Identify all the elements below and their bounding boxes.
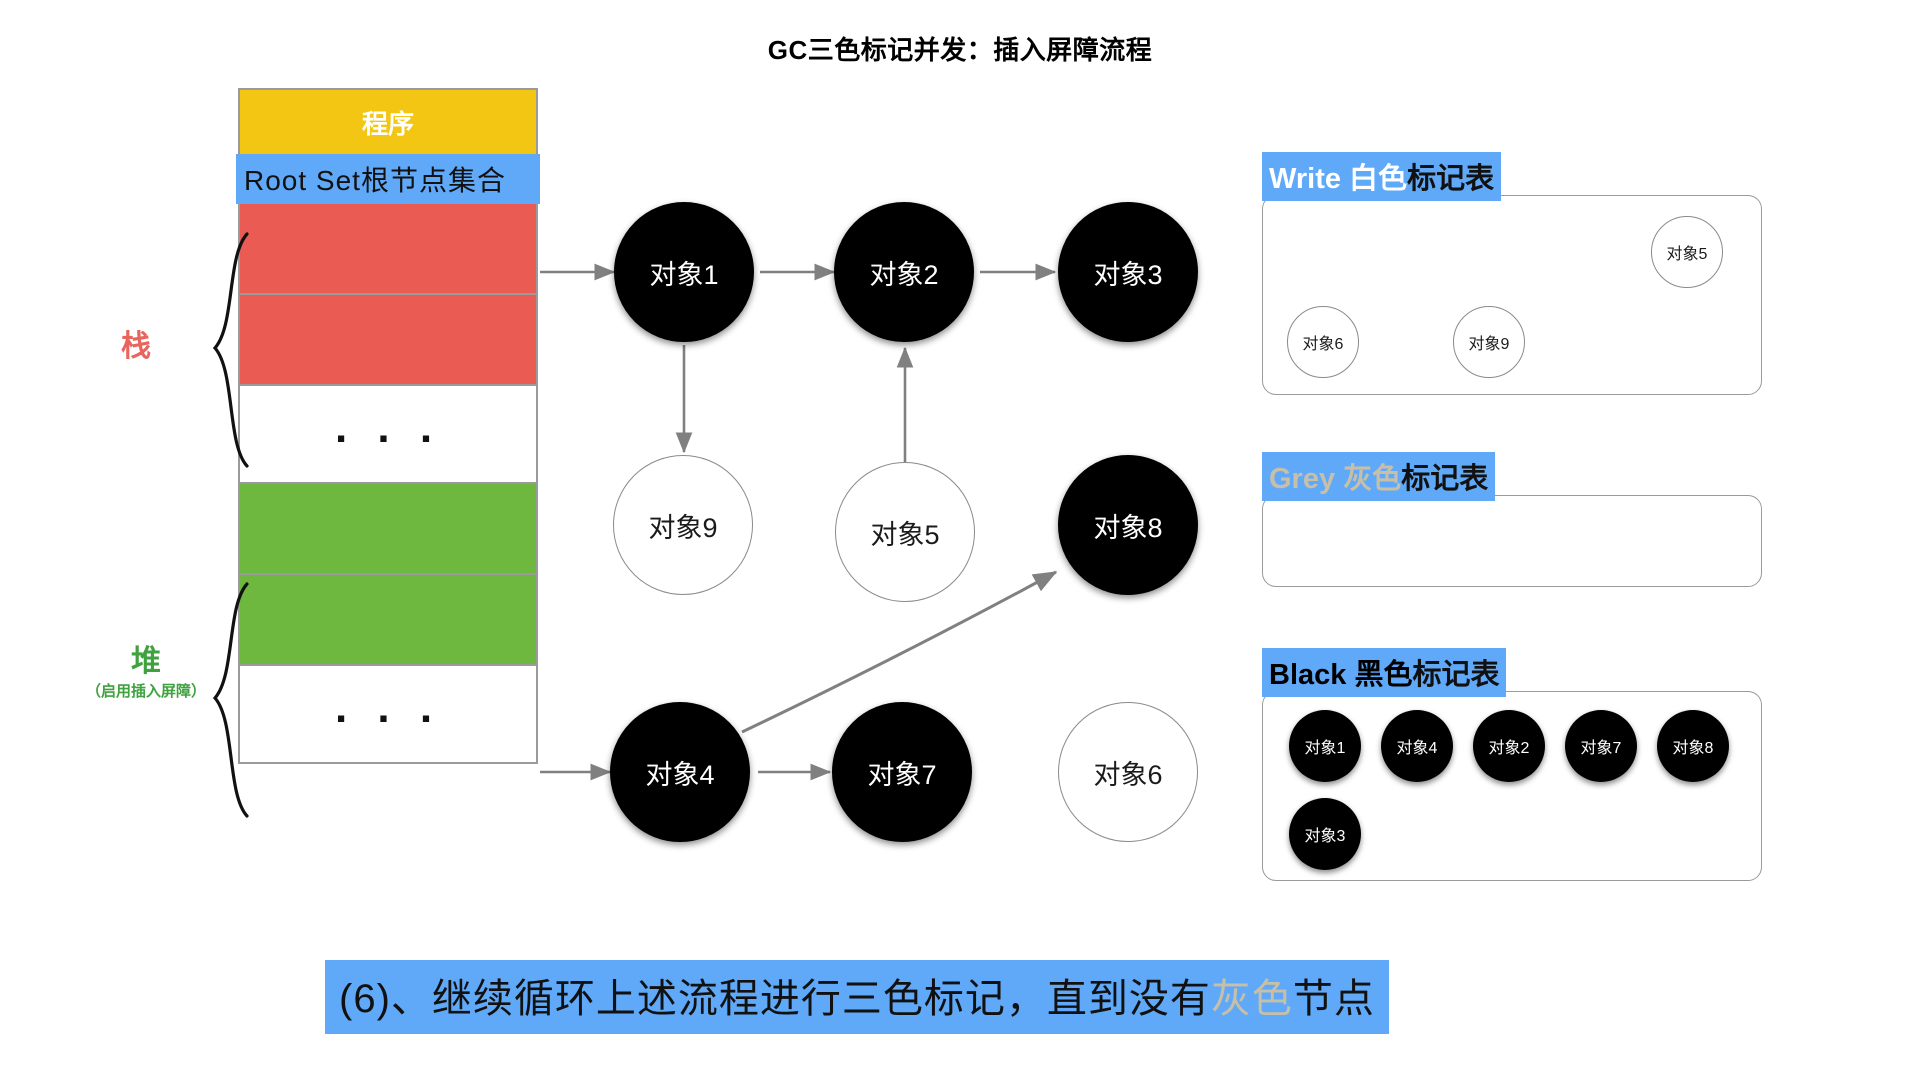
chip-label: 对象9 bbox=[1468, 336, 1510, 353]
white-mark-table-title: Write 白色标记表 bbox=[1262, 152, 1502, 201]
white-table-title-en: Write bbox=[1269, 163, 1341, 195]
graph-node-obj7[interactable]: 对象7 bbox=[832, 702, 972, 842]
white-table-chip-obj5[interactable]: 对象5 bbox=[1651, 216, 1723, 288]
black-table-chip-obj3[interactable]: 对象3 bbox=[1289, 798, 1361, 870]
graph-node-obj4[interactable]: 对象4 bbox=[610, 702, 750, 842]
heap-label-text: 堆 bbox=[131, 645, 161, 678]
black-mark-table-body: 对象1 对象4 对象2 对象7 对象8 对象3 bbox=[1262, 691, 1762, 881]
stack-brace-icon bbox=[212, 232, 249, 468]
caption-after: 节点 bbox=[1292, 977, 1375, 1021]
graph-node-obj6[interactable]: 对象6 bbox=[1058, 702, 1198, 842]
black-table-title-colorword: 黑色 bbox=[1354, 659, 1413, 691]
stack-label-text: 栈 bbox=[121, 330, 151, 363]
graph-node-label: 对象6 bbox=[1093, 759, 1163, 790]
black-table-title-rest: 标记表 bbox=[1412, 659, 1500, 691]
graph-node-obj9[interactable]: 对象9 bbox=[613, 455, 753, 595]
graph-node-label: 对象5 bbox=[870, 519, 940, 550]
memory-row-root-set: Root Set根节点集合 bbox=[236, 154, 540, 204]
root-set-label: Root Set根节点集合 bbox=[244, 165, 506, 196]
memory-row-heap-slot-2 bbox=[238, 573, 538, 666]
graph-node-label: 对象7 bbox=[867, 759, 937, 790]
graph-edges bbox=[540, 263, 1058, 781]
memory-column: 程序 Root Set根节点集合 . . . . . . bbox=[236, 88, 540, 764]
chip-label: 对象8 bbox=[1672, 740, 1714, 757]
caption-before: (6)、继续循环上述流程进行三色标记，直到没有 bbox=[339, 977, 1211, 1021]
graph-node-obj1[interactable]: 对象1 bbox=[614, 202, 754, 342]
grey-mark-table-body bbox=[1262, 495, 1762, 587]
white-table-chip-obj6[interactable]: 对象6 bbox=[1287, 306, 1359, 378]
graph-node-label: 对象2 bbox=[869, 259, 939, 290]
black-mark-table: Black 黑色标记表 对象1 对象4 对象2 对象7 对象8 对象3 bbox=[1262, 648, 1762, 881]
graph-node-label: 对象3 bbox=[1093, 259, 1163, 290]
grey-table-title-en: Grey bbox=[1269, 463, 1336, 495]
white-mark-table-body: 对象5 对象6 对象9 bbox=[1262, 195, 1762, 395]
white-table-title-rest: 标记表 bbox=[1407, 163, 1495, 195]
grey-mark-table-title: Grey 灰色标记表 bbox=[1262, 452, 1496, 501]
edge-obj4-obj8 bbox=[741, 570, 1058, 734]
chip-label: 对象7 bbox=[1580, 740, 1622, 757]
grey-mark-table: Grey 灰色标记表 bbox=[1262, 452, 1762, 587]
stack-label: 栈 bbox=[96, 330, 176, 365]
white-table-title-colorword: 白色 bbox=[1349, 163, 1408, 195]
graph-node-obj2[interactable]: 对象2 bbox=[834, 202, 974, 342]
memory-row-heap-slot-1 bbox=[238, 482, 538, 575]
chip-label: 对象5 bbox=[1666, 246, 1708, 263]
memory-row-heap-ellipsis: . . . bbox=[238, 664, 538, 764]
white-table-chip-obj9[interactable]: 对象9 bbox=[1453, 306, 1525, 378]
graph-node-label: 对象8 bbox=[1093, 512, 1163, 543]
graph-node-obj5[interactable]: 对象5 bbox=[835, 462, 975, 602]
chip-label: 对象4 bbox=[1396, 740, 1438, 757]
grey-table-title-rest: 标记表 bbox=[1401, 463, 1489, 495]
black-mark-table-title: Black 黑色标记表 bbox=[1262, 648, 1507, 697]
step-caption: (6)、继续循环上述流程进行三色标记，直到没有灰色节点 bbox=[325, 960, 1389, 1034]
caption-grey-word: 灰色 bbox=[1210, 977, 1293, 1021]
chip-label: 对象3 bbox=[1304, 828, 1346, 845]
chip-label: 对象6 bbox=[1302, 336, 1344, 353]
grey-table-title-colorword: 灰色 bbox=[1343, 463, 1402, 495]
page-title: GC三色标记并发：插入屏障流程 bbox=[767, 35, 1153, 65]
black-table-chip-obj7[interactable]: 对象7 bbox=[1565, 710, 1637, 782]
black-table-chip-obj8[interactable]: 对象8 bbox=[1657, 710, 1729, 782]
chip-label: 对象2 bbox=[1488, 740, 1530, 757]
black-table-chip-obj1[interactable]: 对象1 bbox=[1289, 710, 1361, 782]
graph-node-label: 对象4 bbox=[645, 759, 715, 790]
graph-node-label: 对象9 bbox=[648, 512, 718, 543]
object-graph: 对象1 对象2 对象3 对象9 对象5 对象8 对象4 对象7 对象6 bbox=[540, 202, 1198, 842]
white-mark-table: Write 白色标记表 对象5 对象6 对象9 bbox=[1262, 152, 1762, 395]
chip-label: 对象1 bbox=[1304, 740, 1346, 757]
graph-node-obj8[interactable]: 对象8 bbox=[1058, 455, 1198, 595]
memory-row-program: 程序 bbox=[238, 88, 538, 156]
black-table-chip-obj4[interactable]: 对象4 bbox=[1381, 710, 1453, 782]
heap-sub-label-text: （启用插入屏障） bbox=[85, 682, 206, 700]
black-table-chip-obj2[interactable]: 对象2 bbox=[1473, 710, 1545, 782]
graph-node-label: 对象1 bbox=[649, 259, 719, 290]
heap-brace-icon bbox=[212, 582, 249, 818]
heap-label: 堆 （启用插入屏障） bbox=[76, 645, 216, 700]
graph-node-obj3[interactable]: 对象3 bbox=[1058, 202, 1198, 342]
program-label: 程序 bbox=[361, 108, 414, 139]
black-table-title-en: Black bbox=[1269, 659, 1347, 691]
